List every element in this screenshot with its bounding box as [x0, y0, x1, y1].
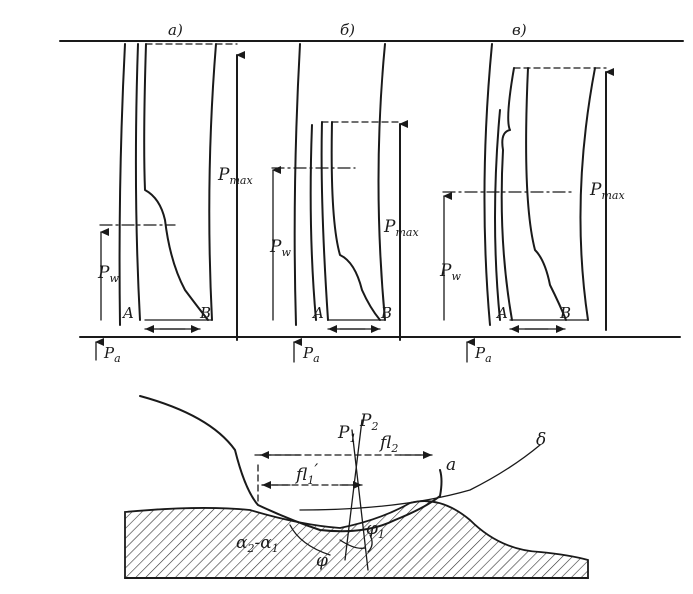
panel-b-point-b: B	[380, 304, 392, 322]
label-delta: δ	[536, 430, 546, 450]
panel-c-pa: Pa	[474, 344, 492, 365]
panel-c: в) Pmax Pw Pa A B	[439, 21, 625, 365]
panel-b-pa: Pa	[302, 344, 320, 365]
panel-b-pmax: Pmax	[383, 217, 419, 239]
label-fl2: fl2	[378, 433, 398, 455]
contact-diagram: P1 P2 fl2 fl1′ a δ α2-α1 φ φ1	[124, 395, 589, 579]
panel-c-point-a: A	[495, 304, 508, 322]
panel-b-point-a: A	[311, 304, 324, 322]
label-alpha-diff: α2-α1	[236, 533, 279, 555]
label-p1: P1	[337, 423, 356, 445]
panel-b-pw: Pw	[269, 237, 291, 259]
panel-a-point-a: A	[121, 304, 134, 322]
panel-c-pw: Pw	[439, 261, 461, 283]
label-fl1: fl1′	[294, 461, 318, 487]
panel-c-point-b: B	[559, 304, 571, 322]
label-phi1: φ1	[366, 519, 385, 541]
panel-c-letter: в)	[512, 21, 527, 39]
label-a: a	[446, 455, 456, 475]
line-delta	[299, 444, 541, 511]
panel-a-point-b: B	[199, 304, 211, 322]
panel-a: a) Pmax Pw Pa A B	[95, 21, 253, 365]
panel-b: б) Pmax Pw Pa A B	[269, 21, 419, 365]
body-contour	[139, 395, 443, 533]
panel-a-pa: Pa	[103, 344, 121, 365]
panel-b-letter: б)	[340, 21, 355, 39]
panel-a-letter: a)	[168, 21, 183, 39]
label-p2: P2	[359, 411, 378, 433]
label-phi: φ	[316, 551, 328, 571]
panel-a-pw: Pw	[97, 263, 119, 285]
panel-a-pmax: Pmax	[217, 165, 253, 187]
panel-c-pmax: Pmax	[589, 180, 625, 202]
ground-hatched	[124, 500, 589, 579]
